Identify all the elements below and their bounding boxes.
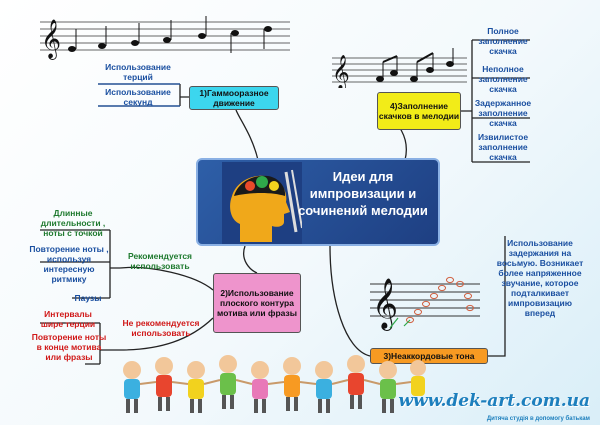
connector-branch2-notrec [119,317,214,351]
branch4-item-full: Полное заполнение скачка [478,26,528,56]
connector-branch4-items [461,39,530,163]
recommended-item-repeat-rhythm: Повторение ноты , используя интересную р… [29,244,109,284]
thinking-head-icon [222,162,302,244]
connector-center-branch3 [329,245,371,357]
connector-center-branch2 [243,245,258,274]
connector-center-branch1 [235,109,259,161]
branch4-item-winding: Извилистое заполнение скачка [477,132,529,162]
branch-non-chord-tones: 3)Неаккордовые тона [370,348,488,364]
recommended-item-long-notes: Длинные длительности , ноты с точкой [40,208,106,238]
not-recommended-item-wide-intervals: Интервалы шире терции [40,309,96,329]
branch4-item-partial: Неполное заполнение скачка [478,64,528,94]
musical-staff-leaps-icon: 𝄞 [332,48,467,88]
recommended-item-rests: Паузы [74,293,102,303]
recommended-label: Рекомендуется использовать [127,251,193,271]
branch-leap-filling: 4)Заполнение скачков в мелодии [377,92,461,130]
branch4-item-delayed: Задержанное заполнение скачка [474,98,532,128]
musical-staff-suspension-icon: 𝄞 [370,276,480,331]
branch-flat-contour: 2)Использование плоского контура мотива … [213,273,301,333]
musical-staff-scale-icon: 𝄞 [40,16,290,60]
connector-rec-items [40,229,120,299]
branch3-suspension-note: Использование задержания на восьмую. Воз… [496,238,584,318]
branch-scale-movement: 1)Гаммооразное движение [189,86,279,110]
connector-branch3-note [488,236,506,357]
site-url-watermark[interactable]: www.dek-art.com.ua [398,391,590,411]
connector-notrec-items [40,322,120,365]
central-topic-title: Идеи для импровизации и сочинений мелоди… [298,169,428,218]
svg-text:𝄞: 𝄞 [332,55,350,88]
site-subtitle-watermark: Дитяча студія в допомогу батькам [486,416,590,422]
svg-text:𝄞: 𝄞 [372,278,398,331]
branch1-item-seconds: Использование секунд [105,87,171,107]
not-recommended-item-repeat-end: Повторение ноты в конце мотива или фразы [31,332,107,362]
connector-branch1-items [98,83,189,107]
branch1-item-thirds: Использование терций [105,62,171,82]
not-recommended-label: Не рекомендуется использовать [122,318,200,338]
connector-branch2-rec [119,266,214,291]
svg-text:𝄞: 𝄞 [41,19,61,60]
dancing-children-illustration [123,355,426,413]
